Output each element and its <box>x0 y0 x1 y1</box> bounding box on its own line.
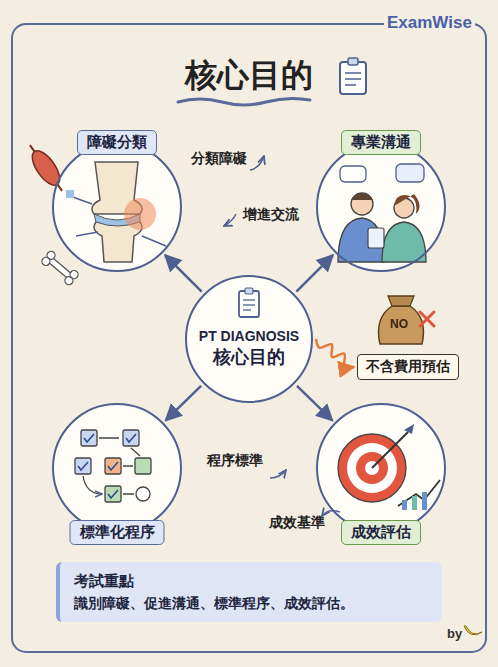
note-box: 不含費用預估 <box>357 354 459 380</box>
clipboard-icon <box>340 58 366 94</box>
credit-label: by <box>444 626 465 641</box>
brand-label: ExamWise <box>384 13 475 33</box>
circle-tag: 標準化程序 <box>70 520 165 545</box>
connector-arrow <box>166 386 201 421</box>
connector-arrow <box>296 255 333 292</box>
circle-tag: 障礙分類 <box>77 130 157 155</box>
flowchart-illustration <box>75 430 151 502</box>
title-underline <box>178 98 310 105</box>
circle-fills <box>53 143 445 532</box>
people-illustration <box>338 164 426 262</box>
circle-tag: 成效評估 <box>341 520 421 545</box>
connector-arrow <box>297 386 332 421</box>
topic-circle: 專業溝通 <box>316 142 446 272</box>
center-title: PT DIAGNOSIS <box>187 327 311 345</box>
summary-panel: 考試重點識別障礙、促進溝通、標準程序、成效評估。 <box>56 562 442 622</box>
center-circle: PT DIAGNOSIS核心目的 <box>185 275 313 403</box>
topic-circle: 標準化程序 <box>52 403 182 533</box>
money-bag-icon <box>379 296 435 344</box>
banana-icon <box>464 626 482 635</box>
center-subtitle: 核心目的 <box>187 345 311 369</box>
panel-body: 識別障礙、促進溝通、標準程序、成效評估。 <box>74 592 428 614</box>
bone-icon <box>40 250 79 287</box>
panel-heading: 考試重點 <box>74 570 428 592</box>
topic-circle: 障礙分類 <box>52 142 182 272</box>
muscle-icon <box>23 140 70 196</box>
arrow-label: 分類障礙 <box>188 150 250 168</box>
circle-tag: 專業溝通 <box>341 130 421 155</box>
box-text: 不含費用預估 <box>366 358 450 376</box>
page-frame <box>12 24 486 652</box>
arrow-label: 程序標準 <box>204 452 266 470</box>
arrow-label: 成效基準 <box>266 514 328 532</box>
center-clipboard <box>239 288 259 317</box>
arrow-label: 增進交流 <box>240 206 302 224</box>
title: 核心目的 <box>0 54 498 98</box>
target-illustration <box>338 424 440 510</box>
connector-arrow <box>165 255 202 292</box>
topic-circle: 成效評估 <box>316 403 446 533</box>
knee-illustration <box>66 162 166 262</box>
squiggle-arrow <box>316 339 354 367</box>
bag-label: NO <box>387 317 411 331</box>
